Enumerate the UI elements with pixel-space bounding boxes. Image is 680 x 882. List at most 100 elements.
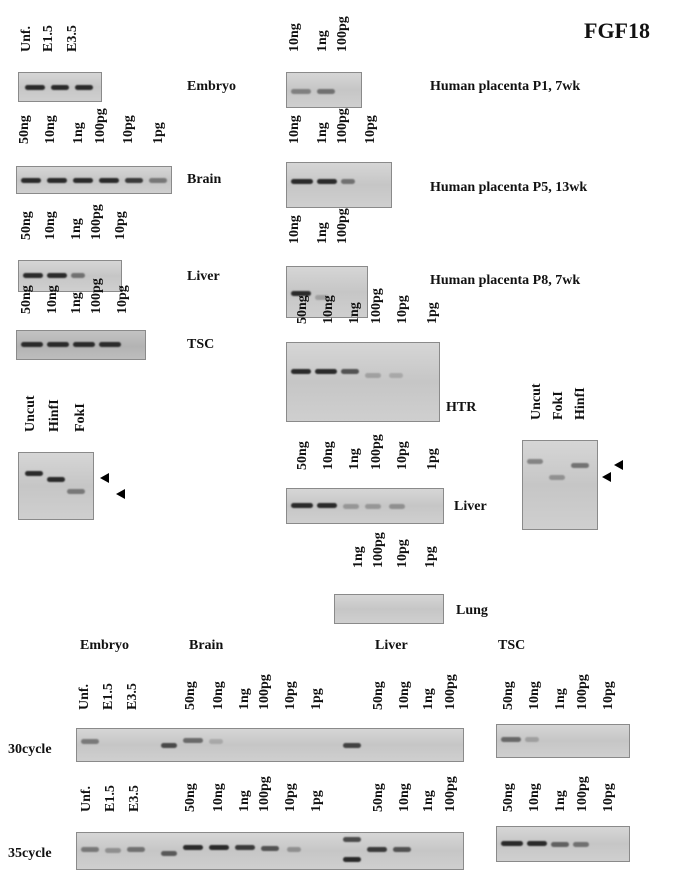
lane-label: 10ng	[527, 783, 542, 812]
lane-label: 10pg	[601, 681, 616, 710]
lane-label: 10ng	[211, 783, 226, 812]
gel-30cycle-tsc	[496, 724, 630, 758]
lane-label: E1.5	[101, 683, 116, 710]
section-header-liver: Liver	[375, 638, 408, 653]
lane-label: 1ng	[237, 790, 252, 812]
lane-label: 10pg	[395, 539, 410, 568]
gel-label-brain: Brain	[187, 172, 222, 187]
gel-label-liver-human: Liver	[454, 499, 487, 514]
lane-label: 10pg	[395, 295, 410, 324]
lane-label: E3.5	[127, 785, 142, 812]
lane-label: 50ng	[183, 681, 198, 710]
cycle-label-35: 35cycle	[8, 846, 52, 861]
lane-label: 100pg	[575, 776, 590, 812]
lane-label: 50ng	[17, 115, 32, 144]
gel-digest-mouse	[18, 452, 94, 520]
lane-label: 50ng	[19, 285, 34, 314]
lane-label: 100pg	[369, 434, 384, 470]
lane-label: 1ng	[351, 546, 366, 568]
gel-label-embryo: Embryo	[187, 79, 236, 94]
lane-label: 10ng	[527, 681, 542, 710]
lane-label: 1ng	[421, 688, 436, 710]
lane-label: 10pg	[113, 211, 128, 240]
lane-label: 100pg	[257, 674, 272, 710]
gel-digest-human	[522, 440, 598, 530]
gel-tsc	[16, 330, 146, 360]
lane-label: Unf.	[19, 25, 34, 52]
lane-label: 100pg	[335, 16, 350, 52]
lane-label: 1ng	[421, 790, 436, 812]
lane-label: 10pg	[601, 783, 616, 812]
lane-label: Uncut	[23, 395, 38, 432]
lane-label: 1ng	[69, 218, 84, 240]
lane-label: 1ng	[347, 448, 362, 470]
lane-label: 1pg	[151, 122, 166, 144]
lane-label: 100pg	[335, 208, 350, 244]
lane-label: 1pg	[425, 448, 440, 470]
lane-label: 50ng	[501, 681, 516, 710]
lane-label: 50ng	[295, 295, 310, 324]
lane-label: Unf.	[77, 683, 92, 710]
lane-label: 1pg	[425, 302, 440, 324]
figure-title: FGF18	[584, 18, 650, 43]
lane-label: HinfI	[47, 399, 62, 432]
lane-label: 10ng	[321, 441, 336, 470]
section-header-embryo: Embryo	[80, 638, 129, 653]
lane-label: FokI	[551, 391, 566, 420]
lane-label: 50ng	[295, 441, 310, 470]
lane-label: 100pg	[89, 204, 104, 240]
arrowhead-icon	[602, 472, 611, 482]
lane-label: 50ng	[183, 783, 198, 812]
lane-label: 50ng	[371, 783, 386, 812]
lane-label: E3.5	[125, 683, 140, 710]
lane-label: E1.5	[41, 25, 56, 52]
lane-label: 1ng	[315, 122, 330, 144]
gel-placenta-p5	[286, 162, 392, 208]
lane-label: 10ng	[211, 681, 226, 710]
lane-label: Unf.	[79, 785, 94, 812]
gel-placenta-p8	[286, 266, 368, 318]
lane-label: 50ng	[501, 783, 516, 812]
gel-label-p1: Human placenta P1, 7wk	[430, 79, 581, 94]
gel-label-htr: HTR	[446, 400, 477, 415]
lane-label: 1ng	[69, 292, 84, 314]
lane-label: 10ng	[397, 681, 412, 710]
gel-label-p5: Human placenta P5, 13wk	[430, 180, 588, 195]
lane-label: 100pg	[371, 532, 386, 568]
lane-label: 1ng	[553, 688, 568, 710]
lane-label: 1ng	[237, 688, 252, 710]
lane-label: FokI	[73, 403, 88, 432]
lane-label: 100pg	[443, 674, 458, 710]
lane-label: 10pg	[121, 115, 136, 144]
lane-label: E3.5	[65, 25, 80, 52]
lane-label: 10pg	[395, 441, 410, 470]
lane-label: 1ng	[315, 222, 330, 244]
gel-brain	[16, 166, 172, 194]
arrowhead-icon	[614, 460, 623, 470]
section-header-brain: Brain	[189, 638, 224, 653]
lane-label: 10pg	[115, 285, 130, 314]
lane-label: 10pg	[283, 783, 298, 812]
lane-label: 100pg	[257, 776, 272, 812]
gel-label-liver: Liver	[187, 269, 220, 284]
lane-label: 10pg	[283, 681, 298, 710]
lane-label: 10pg	[363, 115, 378, 144]
lane-label: 10ng	[321, 295, 336, 324]
gel-lung	[334, 594, 444, 624]
gel-label-lung: Lung	[456, 603, 488, 618]
cycle-label-30: 30cycle	[8, 742, 52, 757]
lane-label: 1pg	[309, 688, 324, 710]
lane-label: 10ng	[43, 115, 58, 144]
gel-label-tsc: TSC	[187, 337, 215, 352]
lane-label: 1ng	[347, 302, 362, 324]
lane-label: 1ng	[553, 790, 568, 812]
lane-label: 1pg	[423, 546, 438, 568]
lane-label: 100pg	[443, 776, 458, 812]
lane-label: 10ng	[43, 211, 58, 240]
lane-label: 1ng	[315, 30, 330, 52]
lane-label: 10ng	[45, 285, 60, 314]
lane-label: 100pg	[89, 278, 104, 314]
lane-label: 100pg	[369, 288, 384, 324]
lane-label: 1ng	[71, 122, 86, 144]
lane-label: Uncut	[529, 383, 544, 420]
